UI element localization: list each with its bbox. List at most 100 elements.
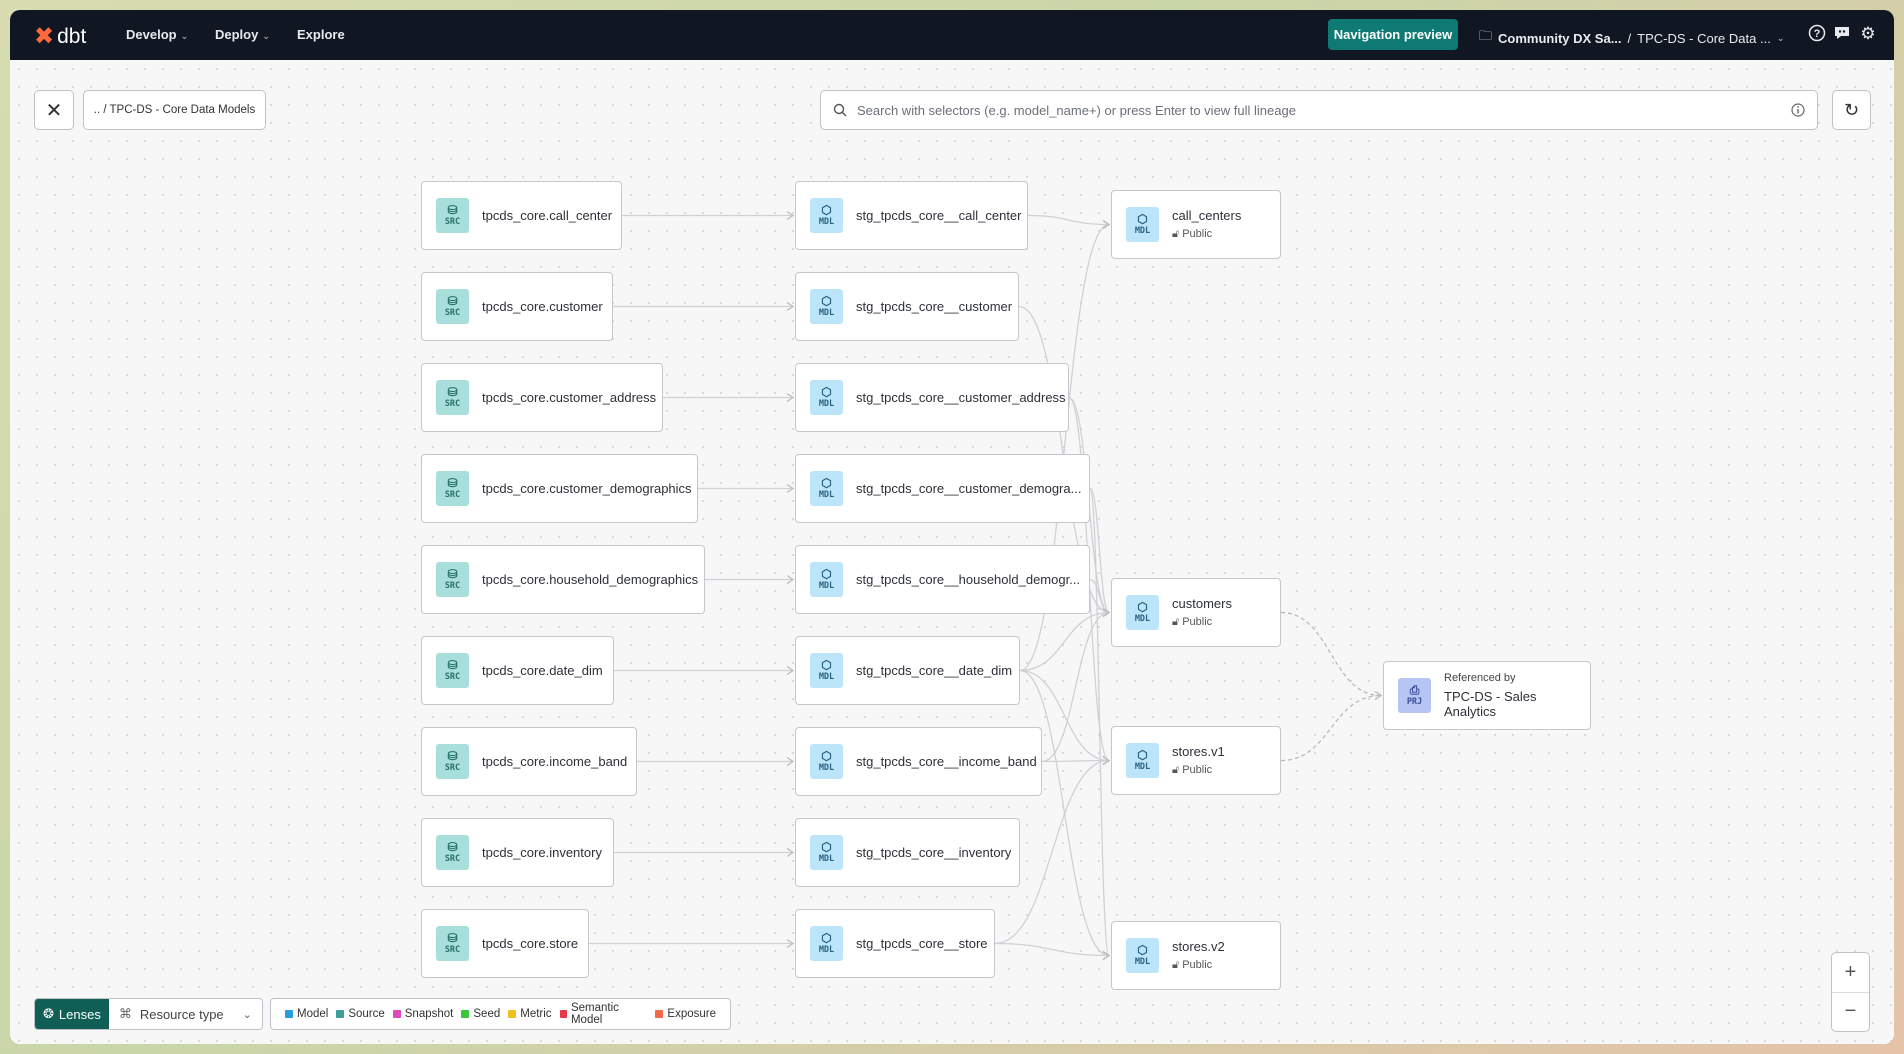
badge-label: MDL (818, 581, 835, 591)
unlock-icon: 🔓︎ (1172, 764, 1183, 776)
settings-icon[interactable]: ⚙ (1860, 24, 1876, 43)
legend-item[interactable]: Seed (461, 1008, 500, 1020)
nav-develop[interactable]: Develop⌄ (126, 27, 188, 42)
legend-swatch (508, 1010, 517, 1018)
legend-item[interactable]: Snapshot (392, 1008, 453, 1020)
lenses-button[interactable]: ❂Lenses (35, 999, 109, 1029)
zoom-in-button[interactable]: + (1844, 960, 1857, 983)
breadcrumb-button[interactable]: .. / TPC-DS - Core Data Models (83, 90, 266, 130)
dbt-logo[interactable]: ✖dbt (34, 22, 86, 51)
badge-label: MDL (1134, 957, 1151, 967)
mdl-badge-icon: ⬡MDL (1126, 595, 1159, 630)
legend-label: Metric (520, 1008, 552, 1020)
source-node[interactable]: ⛁SRC tpcds_core.customer (421, 272, 613, 341)
nav-deploy[interactable]: Deploy⌄ (215, 27, 270, 42)
zoom-out-button[interactable]: − (1832, 991, 1869, 1032)
zoom-controls: + − (1831, 952, 1870, 1032)
search-bar[interactable] (820, 90, 1818, 130)
navigation-preview-button[interactable]: Navigation preview (1328, 19, 1458, 50)
mdl-badge-icon: ⬡MDL (810, 289, 843, 324)
src-badge-icon: ⛁SRC (436, 289, 469, 324)
node-type-icon: ⛁ (447, 385, 458, 399)
unlock-icon: 🔓︎ (1172, 616, 1183, 628)
close-button[interactable]: ✕ (34, 90, 74, 130)
legend-item[interactable]: Semantic Model (559, 1002, 648, 1026)
resource-type-dropdown[interactable]: ⌘Resource type⌄ (109, 999, 262, 1029)
node-type-icon: ⬡ (821, 385, 832, 399)
mdl-badge-icon: ⬡MDL (810, 835, 843, 870)
access-label: 🔓︎ Public (1172, 959, 1225, 972)
edge-arrowhead (786, 302, 795, 311)
chevron-down-icon: ⌄ (262, 31, 270, 41)
project-breadcrumb[interactable]: 🗀 Community DX Sa... / TPC-DS - Core Dat… (1479, 27, 1784, 49)
nav-label: Deploy (215, 27, 259, 42)
node-type-icon: ⬡ (821, 658, 832, 672)
chevron-down-icon: ⌄ (1776, 32, 1785, 43)
feedback-icon[interactable] (1832, 24, 1852, 44)
model-node[interactable]: ⬡MDL customers 🔓︎ Public (1111, 578, 1281, 647)
refresh-button[interactable]: ↻ (1832, 90, 1871, 130)
node-name: stg_tpcds_core__customer_address (856, 390, 1066, 405)
node-type-icon: ⬡ (821, 203, 832, 217)
resource-type-icon: ⌘ (118, 1006, 132, 1021)
node-name: stg_tpcds_core__date_dim (856, 663, 1013, 678)
nav-explore[interactable]: Explore (297, 27, 345, 42)
info-icon[interactable] (1791, 103, 1805, 117)
help-icon[interactable]: ? (1807, 24, 1827, 44)
node-type-icon: ⛁ (447, 203, 458, 217)
node-type-icon: ⬡ (821, 840, 832, 854)
node-name: tpcds_core.income_band (482, 754, 628, 769)
legend-label: Exposure (667, 1008, 716, 1020)
app-window: ✖dbt Develop⌄ Deploy⌄ Explore Navigation… (10, 10, 1894, 1044)
mdl-badge-icon: ⬡MDL (1126, 743, 1159, 778)
node-name: stg_tpcds_core__customer_demogra... (856, 481, 1082, 496)
mdl-badge-icon: ⬡MDL (810, 926, 843, 961)
chevron-down-icon: ⌄ (242, 1008, 252, 1021)
edge-arrowhead (786, 393, 795, 402)
access-text: Public (1182, 616, 1213, 628)
lenses-label: Lenses (58, 1006, 101, 1022)
lineage-edge (1280, 611, 1382, 697)
mdl-badge-icon: ⬡MDL (810, 744, 843, 779)
node-type-icon: ⬡ (1137, 748, 1148, 762)
node-name: tpcds_core.customer_address (482, 390, 657, 405)
node-name: tpcds_core.customer (482, 299, 603, 314)
legend-item[interactable]: Source (336, 1008, 385, 1020)
access-label: 🔓︎ Public (1172, 616, 1232, 629)
access-label: 🔓︎ Public (1172, 228, 1241, 241)
search-input[interactable] (857, 102, 1781, 118)
legend-item[interactable]: Metric (508, 1008, 552, 1020)
node-name: tpcds_core.date_dim (482, 663, 603, 678)
resource-legend: Model Source Snapshot Seed Metric Semantic Mo… (270, 998, 731, 1030)
project-name: TPC-DS - Sales Analytics (1444, 689, 1537, 719)
edge-arrowhead (786, 848, 795, 857)
legend-item[interactable]: Exposure (655, 1008, 716, 1020)
legend-label: Model (297, 1008, 329, 1020)
access-label: 🔓︎ Public (1172, 764, 1225, 777)
legend-swatch (285, 1010, 293, 1018)
legend-item[interactable]: Model (285, 1008, 328, 1020)
node-name: customers (1172, 596, 1232, 611)
